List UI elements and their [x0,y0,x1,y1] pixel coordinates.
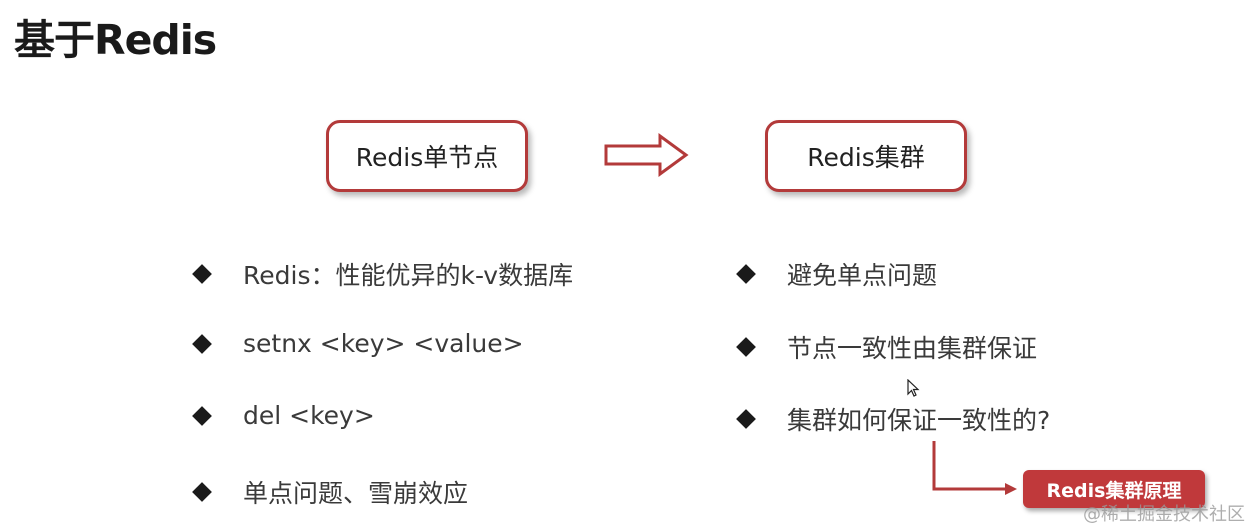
left-bullet-1: Redis：性能优异的k-v数据库 [192,256,574,292]
diamond-bullet-icon [736,264,756,284]
bullet-text: del <key> [243,401,375,430]
diamond-bullet-icon [192,264,212,284]
bullet-text: 单点问题、雪崩效应 [243,479,469,508]
bullet-text: setnx <key> <value> [243,329,524,358]
right-bullet-2: 节点一致性由集群保证 [736,329,1038,365]
watermark: @稀土掘金技术社区 [1083,504,1245,525]
left-bullet-3: del <key> [192,401,375,430]
left-bullet-2: setnx <key> <value> [192,329,524,358]
bullet-text: 节点一致性由集群保证 [787,334,1038,363]
right-bullet-3: 集群如何保证一致性的? [736,401,1051,437]
button-label: Redis集群原理 [1046,479,1182,502]
diamond-bullet-icon [192,482,212,502]
right-arrow-icon [604,133,689,177]
redis-single-node-box: Redis单节点 [326,120,528,192]
connector-arrow-icon [932,441,1017,495]
diamond-bullet-icon [736,409,756,429]
bullet-text: Redis：性能优异的k-v数据库 [243,261,574,290]
redis-single-node-label: Redis单节点 [355,143,499,172]
left-bullet-4: 单点问题、雪崩效应 [192,474,469,510]
right-bullet-1: 避免单点问题 [736,256,938,292]
mouse-pointer-icon [907,379,920,397]
diamond-bullet-icon [192,405,212,426]
redis-cluster-label: Redis集群 [807,143,925,172]
bullet-text: 集群如何保证一致性的? [787,406,1051,435]
diamond-bullet-icon [736,337,756,357]
bullet-text: 避免单点问题 [787,261,938,290]
diamond-bullet-icon [192,333,212,354]
redis-cluster-box: Redis集群 [765,120,967,192]
redis-cluster-principle-button[interactable]: Redis集群原理 [1023,470,1205,508]
slide-title: 基于Redis [14,16,217,64]
